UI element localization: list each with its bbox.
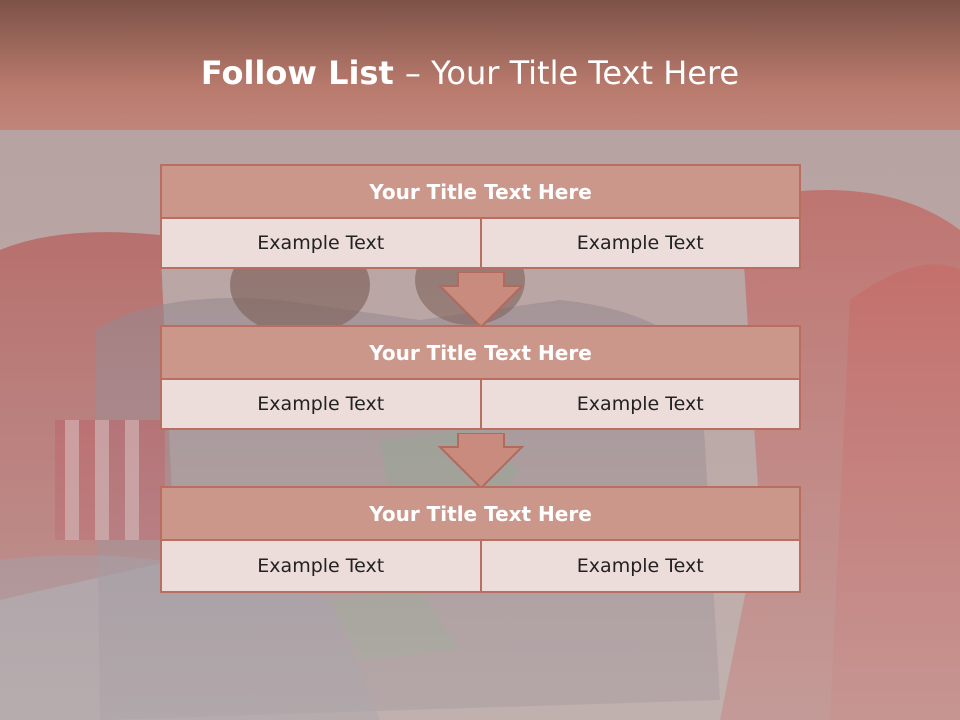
list-block-3: Your Title Text Here Example Text Exampl…: [160, 486, 801, 593]
down-arrow-icon: [437, 272, 525, 327]
block-3-row: Example Text Example Text: [160, 541, 801, 593]
list-block-1: Your Title Text Here Example Text Exampl…: [160, 164, 801, 269]
block-3-header: Your Title Text Here: [160, 486, 801, 541]
block-2-header: Your Title Text Here: [160, 325, 801, 380]
block-1-header: Your Title Text Here: [160, 164, 801, 219]
block-1-right-cell: Example Text: [481, 219, 801, 269]
list-block-2: Your Title Text Here Example Text Exampl…: [160, 325, 801, 430]
block-1-left-cell: Example Text: [160, 219, 482, 269]
block-1-row: Example Text Example Text: [160, 219, 801, 269]
block-3-left-cell: Example Text: [160, 541, 482, 593]
block-2-row: Example Text Example Text: [160, 380, 801, 430]
block-2-left-cell: Example Text: [160, 380, 482, 430]
slide-title: Follow List – Your Title Text Here: [0, 54, 940, 92]
block-2-right-cell: Example Text: [481, 380, 801, 430]
block-3-right-cell: Example Text: [481, 541, 801, 593]
title-rest: – Your Title Text Here: [404, 54, 740, 92]
title-bold: Follow List: [200, 54, 405, 92]
down-arrow-icon: [437, 433, 525, 488]
